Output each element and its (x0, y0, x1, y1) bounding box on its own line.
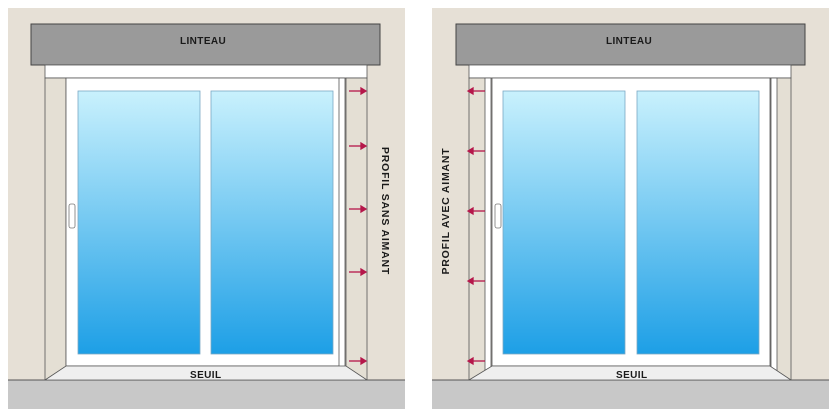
lintel-label: LINTEAU (606, 36, 653, 47)
left-diagram: LINTEAU SEUIL PROFIL SANS AIMANT (0, 0, 405, 415)
magnet-arrows (349, 86, 368, 366)
left-diagram-illustration (8, 8, 405, 409)
sill-strip (467, 365, 793, 381)
right-reveal (345, 77, 368, 381)
profile-label: PROFIL AVEC AIMANT (440, 147, 452, 275)
magnet-arrows (466, 86, 485, 366)
floor (8, 380, 405, 409)
lintel (30, 23, 381, 66)
profile-rail (338, 77, 346, 371)
top-casing (468, 64, 792, 79)
sill-label: SEUIL (616, 370, 648, 381)
glass-pane-right (636, 90, 760, 355)
profile-rail-left (484, 77, 492, 375)
glass-pane-right (210, 90, 334, 355)
left-reveal (44, 77, 67, 381)
sill-strip (43, 365, 369, 381)
floor (432, 380, 829, 409)
glass-pane-left (77, 90, 201, 355)
right-diagram-illustration (432, 8, 829, 409)
glass-pane-left (502, 90, 626, 355)
lintel (455, 23, 806, 66)
profile-rail-right (770, 77, 778, 375)
door-handle (68, 203, 76, 229)
top-casing (44, 64, 368, 79)
right-diagram: LINTEAU SEUIL PROFIL AVEC AIMANT (432, 0, 837, 415)
sill-label: SEUIL (190, 370, 222, 381)
door-handle (494, 203, 502, 229)
lintel-label: LINTEAU (180, 36, 227, 47)
profile-label: PROFIL SANS AIMANT (379, 146, 391, 276)
